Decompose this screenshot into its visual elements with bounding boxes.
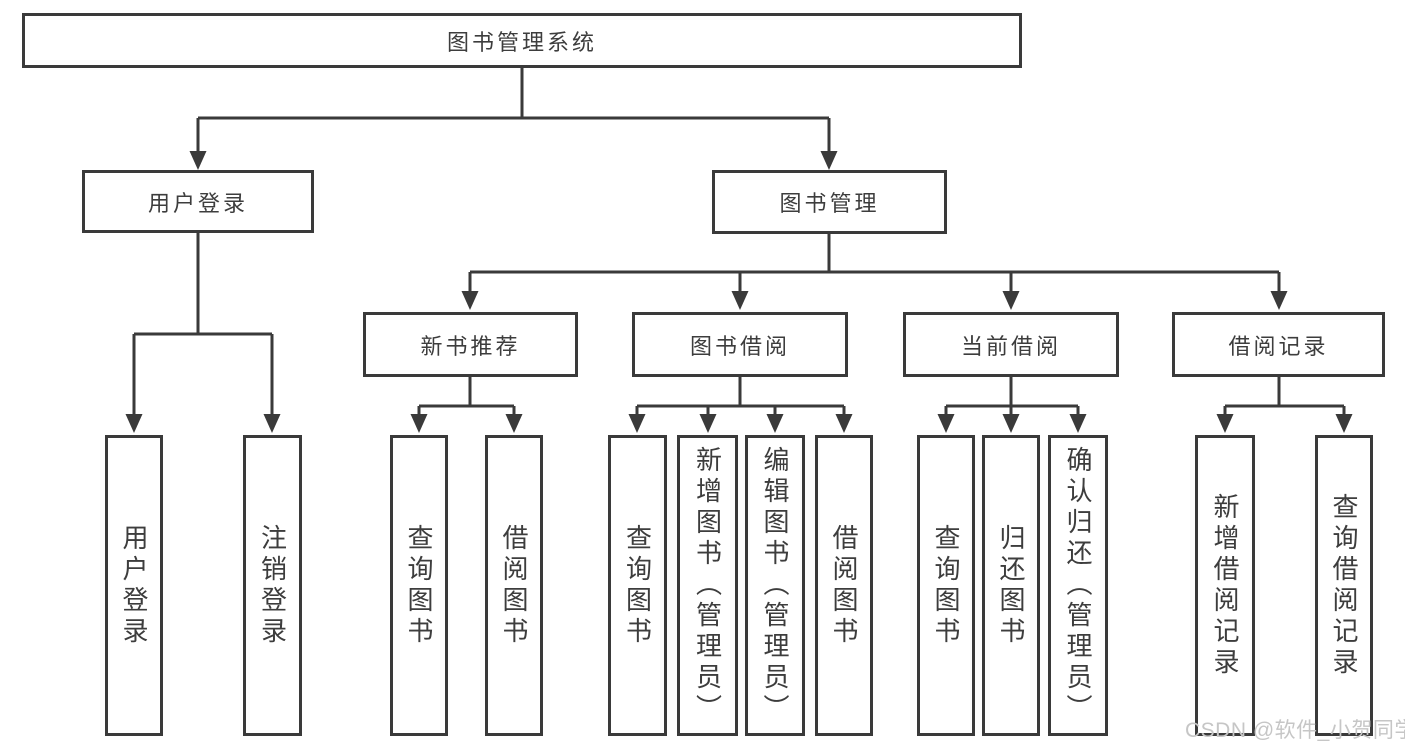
arrowhead-down-icon	[1216, 414, 1234, 433]
node-borrowing-records: 借阅记录	[1172, 312, 1385, 377]
arrowhead-down-icon	[189, 151, 207, 170]
leaf-query-books-3: 查询图书	[917, 435, 975, 736]
node-label: 用户登录	[147, 190, 248, 216]
arrowhead-down-icon	[820, 151, 838, 170]
arrowhead-down-icon	[1002, 414, 1020, 433]
node-label: 查询借阅记录	[1329, 492, 1359, 679]
node-label: 查询图书	[931, 523, 961, 648]
node-library-system: 图书管理系统	[22, 13, 1022, 68]
arrowhead-down-icon	[835, 414, 853, 433]
node-label: 归还图书	[996, 523, 1026, 648]
node-user-login: 用户登录	[82, 170, 314, 233]
arrowhead-down-icon	[1002, 291, 1020, 310]
arrowhead-down-icon	[699, 414, 717, 433]
arrowhead-down-icon	[731, 291, 749, 310]
node-label: 新增图书（管理员）	[692, 446, 723, 725]
arrowhead-down-icon	[628, 414, 646, 433]
arrowhead-down-icon	[410, 414, 428, 433]
leaf-return-books: 归还图书	[982, 435, 1040, 736]
leaf-borrow-books-1: 借阅图书	[485, 435, 543, 736]
leaf-logout: 注销登录	[243, 435, 302, 736]
node-label: 借阅图书	[499, 523, 529, 648]
arrowhead-down-icon	[263, 414, 281, 433]
node-current-borrowing: 当前借阅	[903, 312, 1119, 377]
leaf-query-books-2: 查询图书	[608, 435, 667, 736]
arrowhead-down-icon	[1335, 414, 1353, 433]
arrowhead-down-icon	[1270, 291, 1288, 310]
watermark: CSDN @软件_小贺同学	[1185, 719, 1405, 742]
leaf-query-books-1: 查询图书	[390, 435, 448, 736]
node-label: 编辑图书（管理员）	[760, 446, 790, 725]
leaf-confirm-return-admin: 确认归还（管理员）	[1048, 435, 1108, 736]
node-label: 查询图书	[622, 523, 653, 648]
node-label: 新增借阅记录	[1210, 492, 1240, 679]
node-label: 新书推荐	[420, 333, 521, 359]
node-book-borrowing: 图书借阅	[632, 312, 848, 377]
arrowhead-down-icon	[505, 414, 523, 433]
arrowhead-down-icon	[766, 414, 784, 433]
node-label: 查询图书	[404, 523, 434, 648]
arrowhead-down-icon	[937, 414, 955, 433]
node-label: 图书借阅	[689, 333, 790, 359]
node-label: 当前借阅	[960, 333, 1061, 359]
node-new-book-recommendation: 新书推荐	[363, 312, 578, 377]
leaf-edit-books-admin: 编辑图书（管理员）	[745, 435, 805, 736]
leaf-add-borrow-record: 新增借阅记录	[1195, 435, 1255, 736]
leaf-borrow-books-2: 借阅图书	[815, 435, 873, 736]
node-label: 借阅记录	[1228, 333, 1329, 359]
leaf-add-books-admin: 新增图书（管理员）	[677, 435, 738, 736]
arrowhead-down-icon	[1069, 414, 1087, 433]
node-label: 图书管理系统	[446, 29, 597, 55]
node-label: 借阅图书	[829, 523, 859, 648]
node-label: 注销登录	[257, 523, 288, 648]
leaf-query-borrow-record: 查询借阅记录	[1315, 435, 1373, 736]
leaf-user-login: 用户登录	[105, 435, 163, 736]
connector-path	[132, 68, 1346, 416]
node-label: 确认归还（管理员）	[1063, 446, 1093, 725]
node-label: 图书管理	[779, 191, 880, 216]
node-label: 用户登录	[119, 523, 149, 648]
arrowhead-down-icon	[461, 291, 479, 310]
node-book-management: 图书管理	[712, 170, 947, 234]
arrowhead-down-icon	[125, 414, 143, 433]
